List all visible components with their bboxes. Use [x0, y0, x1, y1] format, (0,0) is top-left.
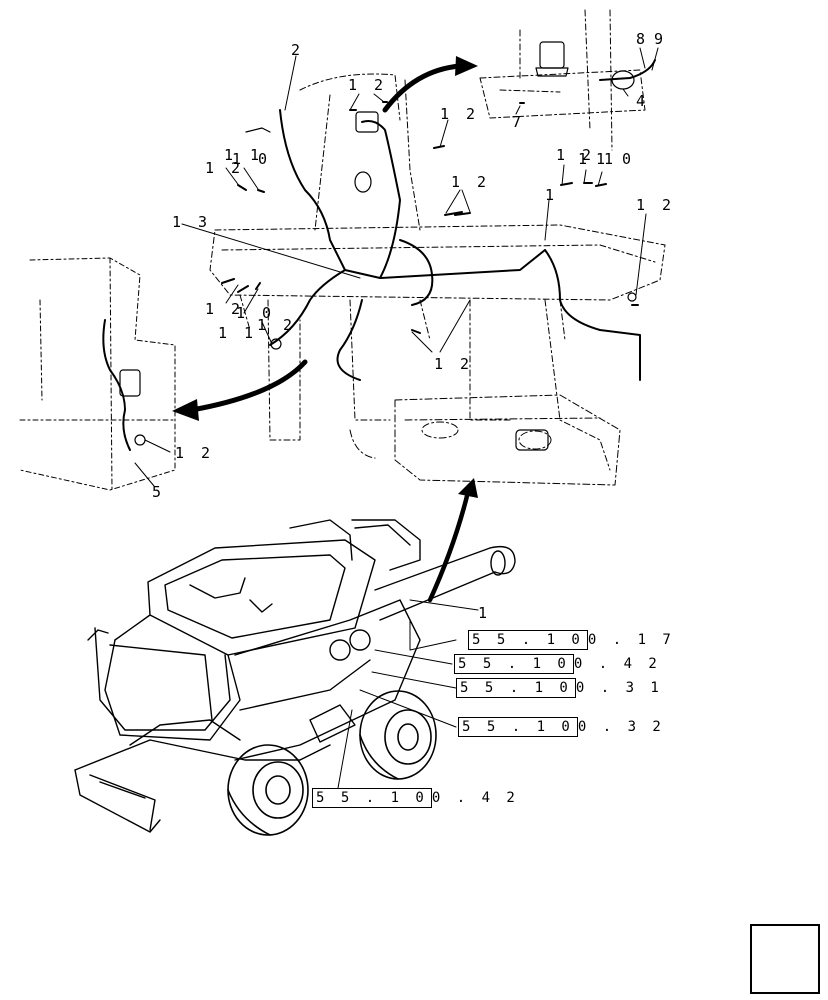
leader-lines: [134, 47, 659, 487]
reference-boxed-part: 5 5 . 1 0: [456, 678, 576, 698]
callout-1: 1: [545, 186, 559, 204]
callout-12: 1 2: [348, 76, 388, 94]
callout-12: 1 2: [440, 105, 480, 123]
callout-12: 1 2: [205, 159, 245, 177]
combine-wheels: [227, 690, 437, 836]
combine-leaders: [337, 599, 479, 789]
callout-12: 1 2: [205, 300, 245, 318]
callout-12: 1 2: [434, 355, 474, 373]
callout-1: 1: [478, 604, 492, 622]
reference-boxed-part: 5 5 . 1 0: [468, 630, 588, 650]
reference-rest-part: 0 . 3 1: [575, 680, 663, 696]
callout-10: 1 0: [596, 150, 636, 168]
callout-12: 1 2: [451, 173, 491, 191]
callout-12: 1 2: [636, 196, 676, 214]
reference-boxed-part: 5 5 . 1 0: [312, 788, 432, 808]
callout-13: 1 3: [172, 213, 212, 231]
reference-boxed-part: 5 5 . 1 0: [454, 654, 574, 674]
wiring-harness: [102, 59, 656, 451]
reference-rest-part: 0 . 4 2: [431, 790, 519, 806]
upper-platform-frame: [209, 73, 666, 471]
reference-rest-part: 0 . 4 2: [573, 656, 661, 672]
combine-body: [74, 519, 516, 833]
callout-12: 1 2: [175, 444, 215, 462]
callout-2: 2: [291, 41, 305, 59]
indicator-arrows: [172, 56, 478, 603]
left-panel-frame: [19, 257, 176, 491]
callout-8: 8: [636, 30, 650, 48]
callout-4: 4: [636, 92, 650, 110]
beacon-frame: [479, 9, 646, 151]
callout-7: 7: [512, 113, 526, 131]
callout-9: 9: [654, 30, 668, 48]
navigate-back-button[interactable]: [750, 924, 820, 994]
callout-10: 1 0: [236, 304, 276, 322]
callout-5: 5: [152, 483, 166, 501]
lower-tank-outline: [349, 394, 621, 486]
callout-11: 1 1: [224, 146, 264, 164]
callout-12: 1 2: [257, 316, 297, 334]
reference-boxed-part: 5 5 . 1 0: [458, 717, 578, 737]
callout-11: 1 1: [578, 150, 618, 168]
callout-12: 1 2: [556, 146, 596, 164]
connector-marks: [221, 101, 639, 334]
callout-11: 1 1: [218, 324, 258, 342]
callout-10: 1 0: [232, 150, 272, 168]
reference-rest-part: 0 . 1 7: [587, 632, 675, 648]
reference-rest-part: 0 . 3 2: [577, 719, 665, 735]
